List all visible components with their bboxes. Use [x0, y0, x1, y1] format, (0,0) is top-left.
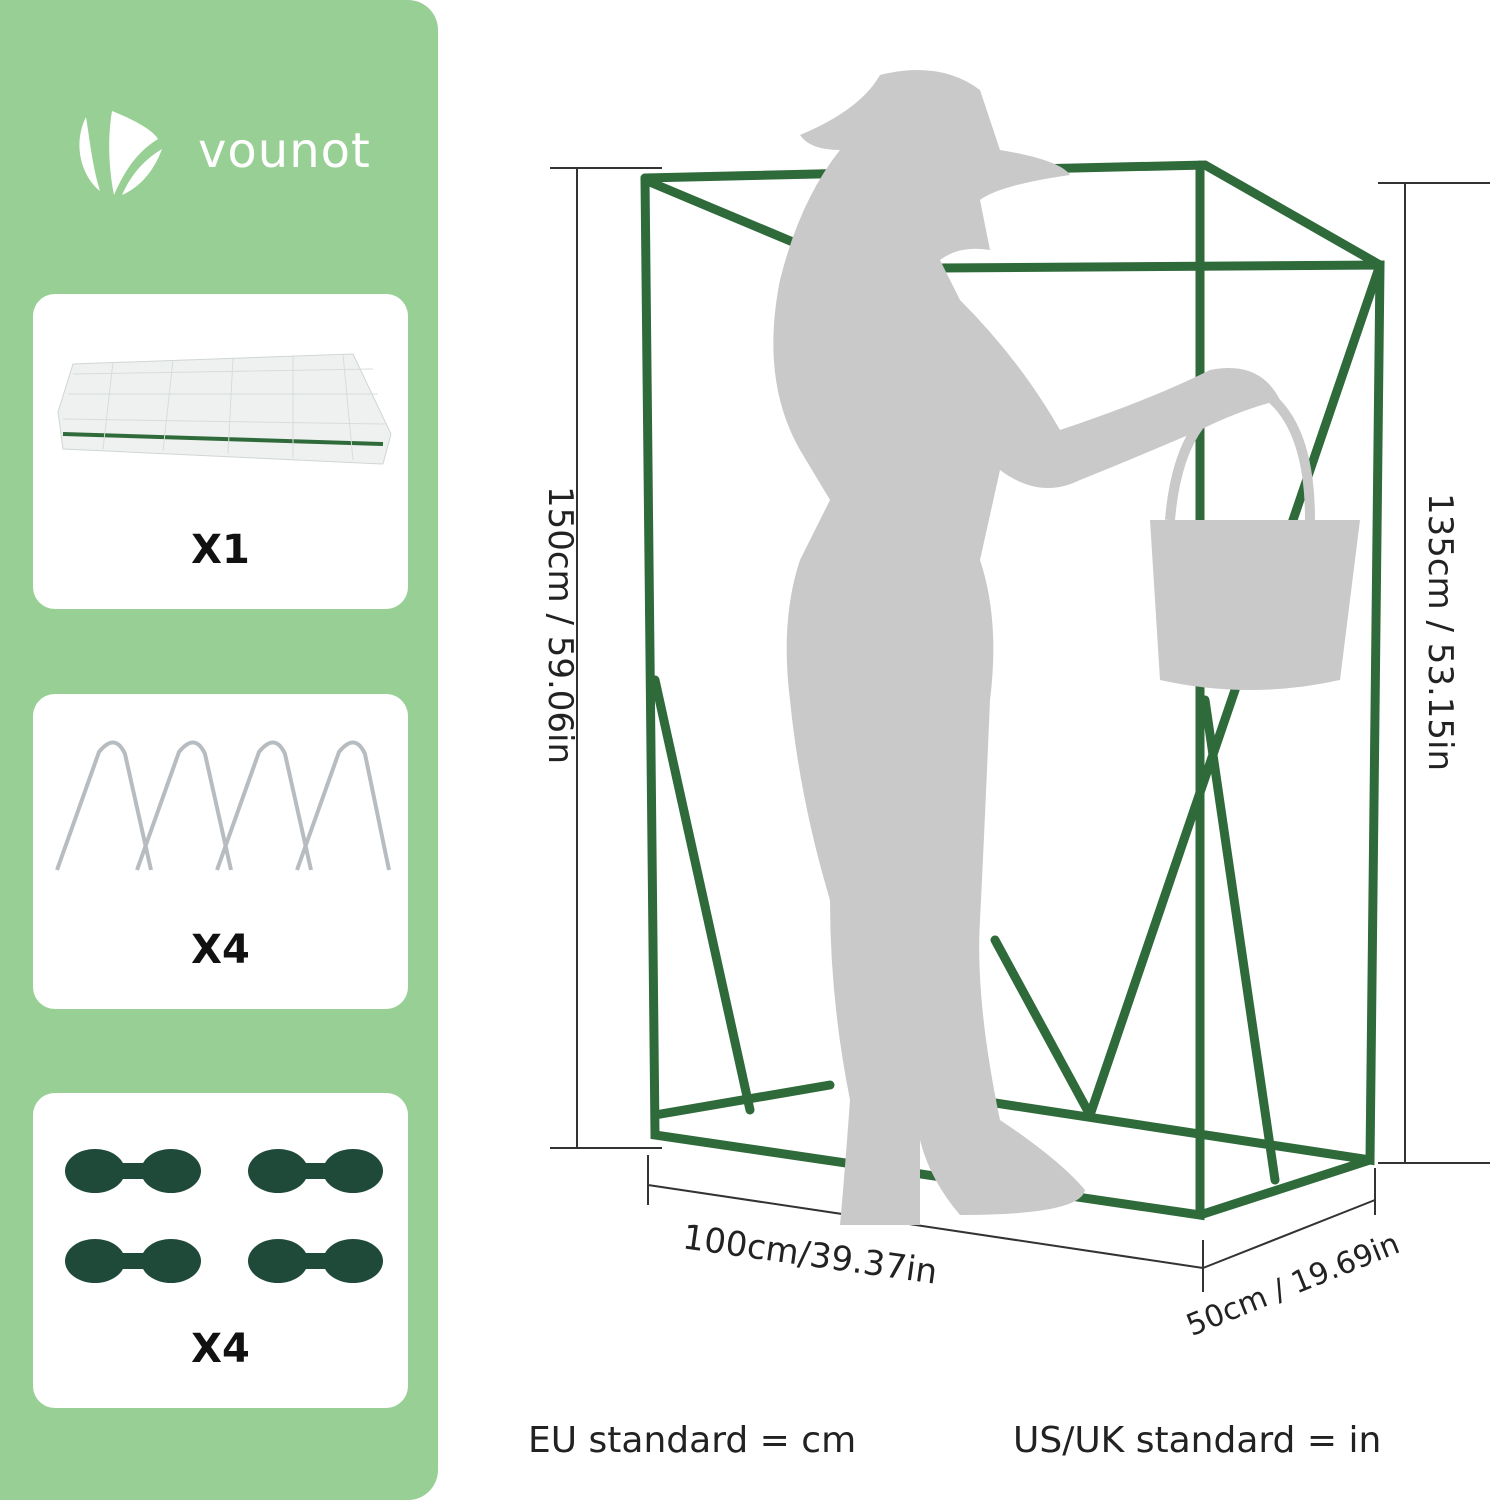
brand-name: vounot — [198, 123, 371, 179]
person-silhouette — [773, 70, 1360, 1225]
height-back-label: 135cm / 53.15in — [1420, 492, 1460, 772]
quantity-label: X4 — [191, 927, 250, 973]
part-card-stakes: X4 — [33, 694, 408, 1009]
quantity-label: X1 — [191, 527, 250, 573]
stakes-image — [55, 740, 391, 871]
height-front-label: 150cm / 59.06in — [540, 485, 580, 765]
cover-image — [57, 353, 392, 465]
ropes-image — [65, 1149, 383, 1283]
frame — [640, 160, 1385, 1221]
leaf-logo-icon — [79, 111, 162, 195]
part-card-cover: X1 — [33, 294, 408, 609]
part-card-ropes: X4 — [33, 1093, 408, 1408]
us-standard-note: US/UK standard = in — [1013, 1420, 1382, 1461]
dimension-lines — [550, 167, 1490, 1292]
quantity-label: X4 — [191, 1326, 250, 1372]
brand-logo: vounot — [72, 105, 371, 197]
parts-panel: vounot X1 X4 — [0, 0, 438, 1500]
eu-standard-note: EU standard = cm — [528, 1420, 857, 1461]
